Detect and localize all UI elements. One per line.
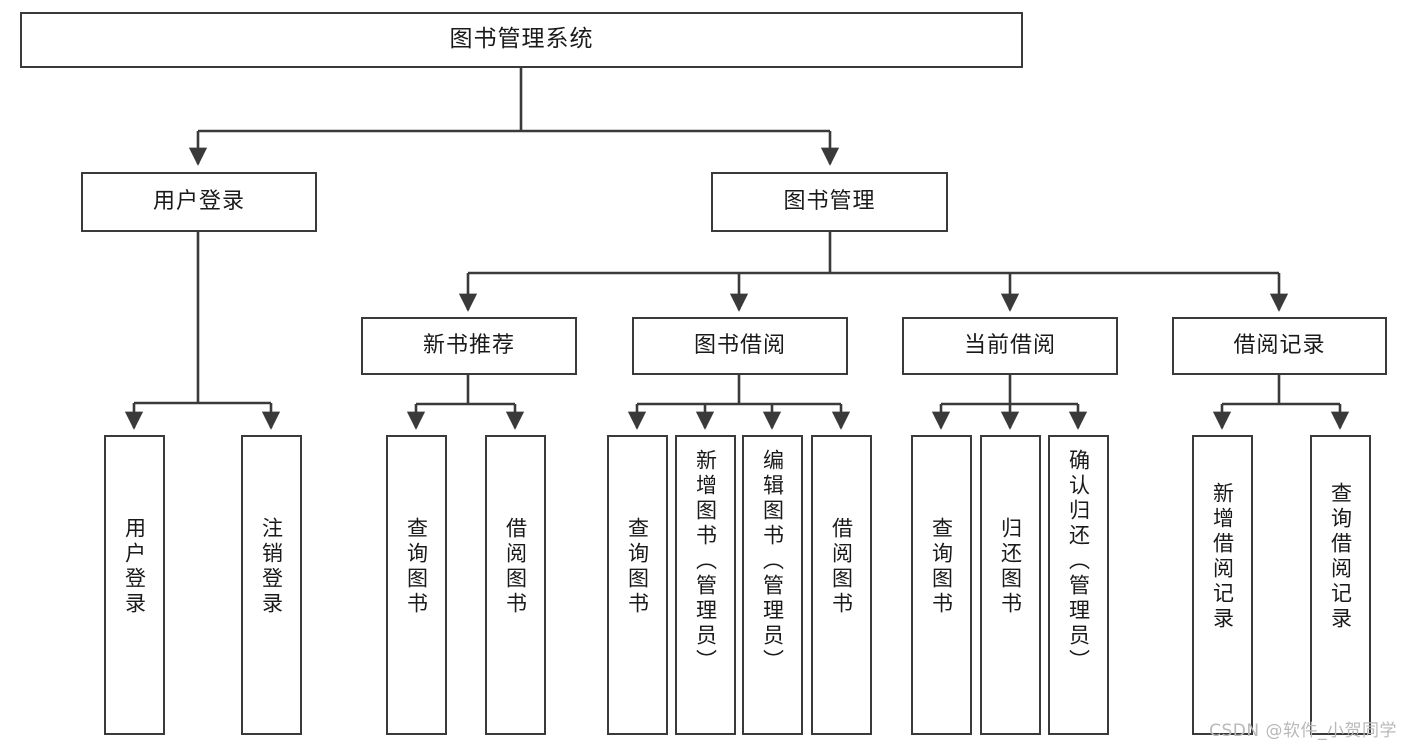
- node-label: 编辑图书（管理员）: [760, 449, 785, 674]
- leaf-add-record[interactable]: 新增借阅记录: [1192, 435, 1253, 735]
- node-label: 借阅图书: [829, 517, 854, 617]
- watermark-text: CSDN @软件_小贺同学: [1209, 721, 1397, 741]
- leaf-confirm-return[interactable]: 确认归还（管理员）: [1048, 435, 1109, 735]
- node-label: 用户登录: [122, 517, 147, 617]
- node-new-book-recommend[interactable]: 新书推荐: [361, 317, 577, 375]
- node-book-manage[interactable]: 图书管理: [711, 172, 948, 232]
- leaf-user-login[interactable]: 用户登录: [104, 435, 165, 735]
- leaf-borrow-book-1[interactable]: 借阅图书: [485, 435, 546, 735]
- node-label: 查询借阅记录: [1328, 482, 1353, 632]
- node-label: 新书推荐: [422, 332, 515, 358]
- leaf-query-book-1[interactable]: 查询图书: [386, 435, 447, 735]
- leaf-query-record[interactable]: 查询借阅记录: [1310, 435, 1371, 735]
- node-label: 图书管理系统: [449, 26, 594, 53]
- node-label: 当前借阅: [963, 332, 1056, 358]
- node-label: 查询图书: [404, 517, 429, 617]
- leaf-query-book-2[interactable]: 查询图书: [607, 435, 668, 735]
- node-label: 借阅记录: [1233, 332, 1326, 358]
- node-book-borrow[interactable]: 图书借阅: [632, 317, 848, 375]
- node-label: 新增图书（管理员）: [693, 449, 718, 674]
- node-label: 用户登录: [152, 188, 245, 214]
- leaf-query-book-3[interactable]: 查询图书: [911, 435, 972, 735]
- node-current-borrow[interactable]: 当前借阅: [902, 317, 1118, 375]
- node-borrow-record[interactable]: 借阅记录: [1172, 317, 1387, 375]
- node-label: 图书借阅: [693, 332, 786, 358]
- leaf-add-book[interactable]: 新增图书（管理员）: [675, 435, 736, 735]
- node-label: 借阅图书: [503, 517, 528, 617]
- node-label: 查询图书: [625, 517, 650, 617]
- leaf-edit-book[interactable]: 编辑图书（管理员）: [742, 435, 803, 735]
- node-label: 归还图书: [998, 517, 1023, 617]
- node-label: 图书管理: [783, 188, 876, 214]
- node-root-system[interactable]: 图书管理系统: [20, 12, 1023, 68]
- node-label: 注销登录: [259, 517, 284, 617]
- leaf-return-book[interactable]: 归还图书: [980, 435, 1041, 735]
- leaf-logout-login[interactable]: 注销登录: [241, 435, 302, 735]
- node-user-login[interactable]: 用户登录: [81, 172, 317, 232]
- node-label: 确认归还（管理员）: [1066, 449, 1091, 674]
- leaf-borrow-book-2[interactable]: 借阅图书: [811, 435, 872, 735]
- node-label: 查询图书: [929, 517, 954, 617]
- node-label: 新增借阅记录: [1210, 482, 1235, 632]
